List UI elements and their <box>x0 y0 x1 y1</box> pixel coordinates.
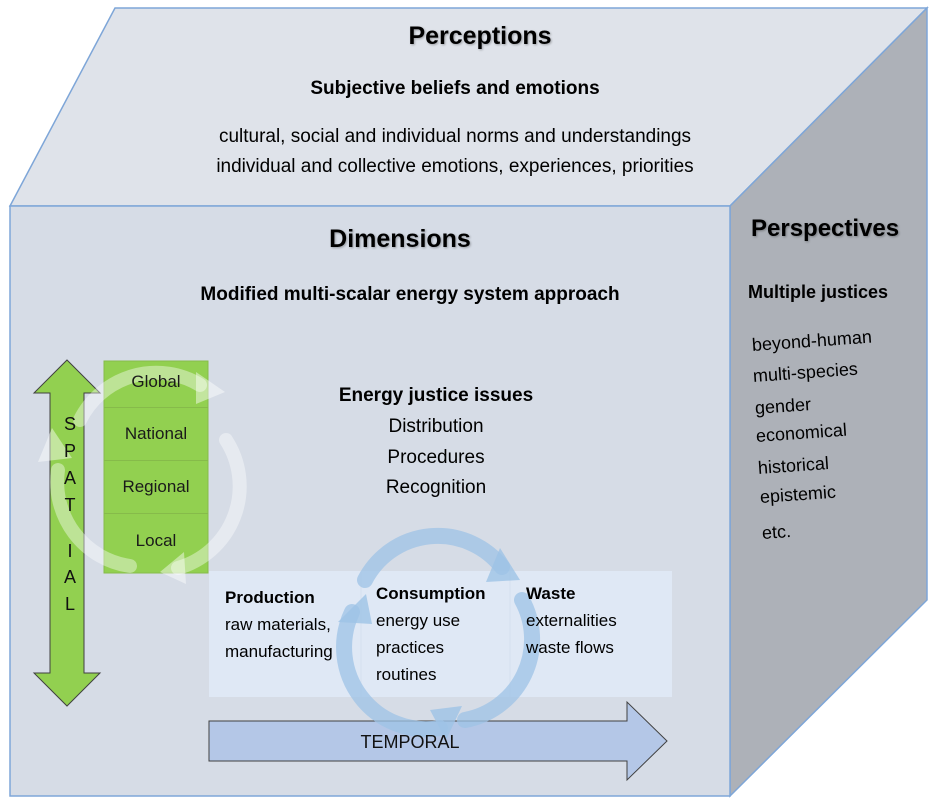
scale-global: Global <box>104 361 208 408</box>
perceptions-subtitle: Subjective beliefs and emotions <box>310 78 600 99</box>
scale-local: Local <box>135 530 177 550</box>
perceptions-line: cultural, social and individual norms an… <box>218 126 692 147</box>
lifecycle-heading: Waste <box>526 584 576 603</box>
lifecycle-line: practices <box>376 638 445 657</box>
perspective-item: etc. <box>761 521 792 543</box>
lifecycle-panel <box>209 571 672 697</box>
spatial-cycle-arrowheads <box>38 372 225 584</box>
perceptions-line: individual and collective emotions, expe… <box>216 156 694 177</box>
spatial-cycle-icon <box>50 365 247 575</box>
lifecycle-line: externalities <box>526 611 617 630</box>
spatial-label-letter: A <box>63 567 76 587</box>
lifecycle-line: raw materials, <box>225 615 331 634</box>
spatial-label-letter: S <box>63 414 76 434</box>
lifecycle-consumption: Consumption energy use practices routine… <box>376 580 486 688</box>
energy-justice-item: Procedures <box>387 447 485 468</box>
temporal-cycle-icon <box>336 527 541 738</box>
lifecycle-line: energy use <box>376 611 461 630</box>
lifecycle-line: routines <box>376 665 437 684</box>
lifecycle-waste: Waste externalities waste flows <box>526 580 617 661</box>
scale-stack <box>103 360 209 574</box>
lifecycle-heading: Consumption <box>376 584 486 603</box>
lifecycle-line: manufacturing <box>225 642 333 661</box>
perceptions-title: Perceptions <box>408 22 552 50</box>
energy-justice-item: Distribution <box>388 416 484 437</box>
lifecycle-heading: Production <box>225 588 315 607</box>
spatial-label-letter: L <box>64 594 75 614</box>
spatial-label-letter: P <box>63 441 76 461</box>
lifecycle-line: waste flows <box>526 638 614 657</box>
energy-justice-heading: Energy justice issues <box>338 385 534 406</box>
scale-regional: Regional <box>104 461 208 514</box>
spatial-label-letter: I <box>67 541 73 561</box>
temporal-arrow <box>208 700 668 782</box>
energy-justice-item: Recognition <box>385 477 487 498</box>
temporal-label: TEMPORAL <box>360 732 460 752</box>
perspectives-subtitle: Multiple justices <box>748 282 889 302</box>
perspectives-title: Perspectives <box>751 215 900 242</box>
dimensions-subtitle: Modified multi-scalar energy system appr… <box>200 284 620 305</box>
dimensions-title: Dimensions <box>329 225 471 253</box>
scale-national: National <box>104 408 208 461</box>
spatial-arrow <box>32 359 102 707</box>
spatial-label-letter: A <box>63 468 76 488</box>
spatial-label-letter: T <box>64 495 76 515</box>
perspective-item: gender <box>754 394 812 418</box>
temporal-cycle-arrowheads <box>338 548 520 740</box>
lifecycle-production: Production raw materials, manufacturing <box>225 584 333 665</box>
